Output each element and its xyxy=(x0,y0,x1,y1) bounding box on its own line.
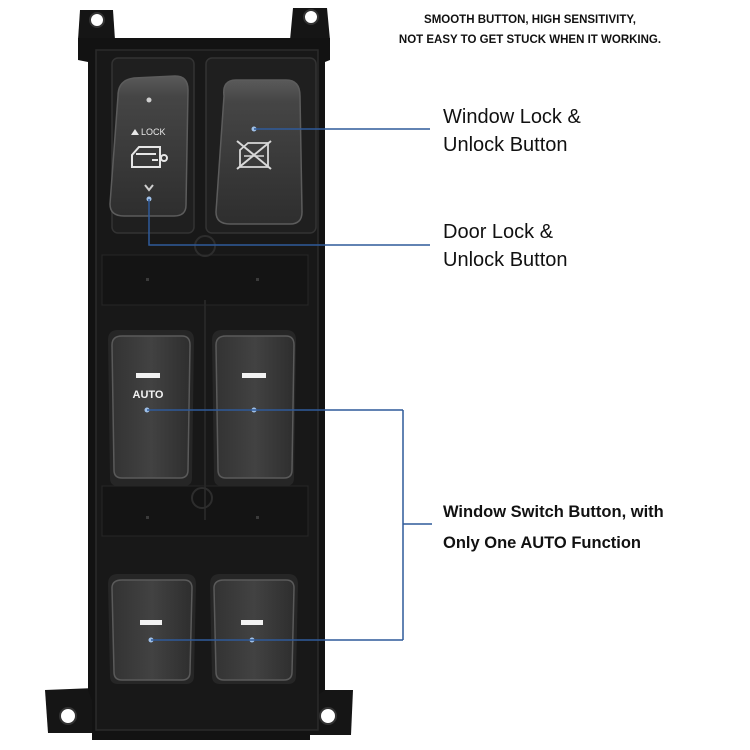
door-with-key-icon xyxy=(131,146,168,168)
lock-label: LOCK xyxy=(141,127,166,137)
callout-door-lock: Door Lock & Unlock Button xyxy=(443,221,568,271)
window-switch-front-right[interactable] xyxy=(212,330,296,486)
window-switch-rear-left[interactable] xyxy=(108,574,196,684)
window-switch-front-left[interactable]: AUTO xyxy=(108,330,194,486)
mounting-tab-bottom-left xyxy=(45,688,96,733)
callout-line-door-lock xyxy=(148,199,430,246)
door-lock-switch[interactable]: LOCK xyxy=(109,57,195,234)
callout-window-lock: Window Lock & Unlock Button xyxy=(443,106,581,156)
caption-line-2: NOT EASY TO GET STUCK WHEN IT WORKING. xyxy=(398,34,662,46)
callout-window-switch: Window Switch Button, with Only One AUTO… xyxy=(443,503,664,552)
window-crossed-out-icon xyxy=(236,126,272,170)
mounting-tab-top-right xyxy=(290,8,330,40)
feature-caption: SMOOTH BUTTON, HIGH SENSITIVITY, NOT EAS… xyxy=(330,10,730,50)
auto-label: AUTO xyxy=(133,389,164,401)
callout-line-window-switch xyxy=(147,409,432,641)
caption-line-1: SMOOTH BUTTON, HIGH SENSITIVITY, xyxy=(424,14,636,26)
window-lock-button[interactable] xyxy=(205,57,317,234)
window-switch-rear-right[interactable] xyxy=(210,574,298,684)
mounting-tab-top-left xyxy=(78,10,115,40)
